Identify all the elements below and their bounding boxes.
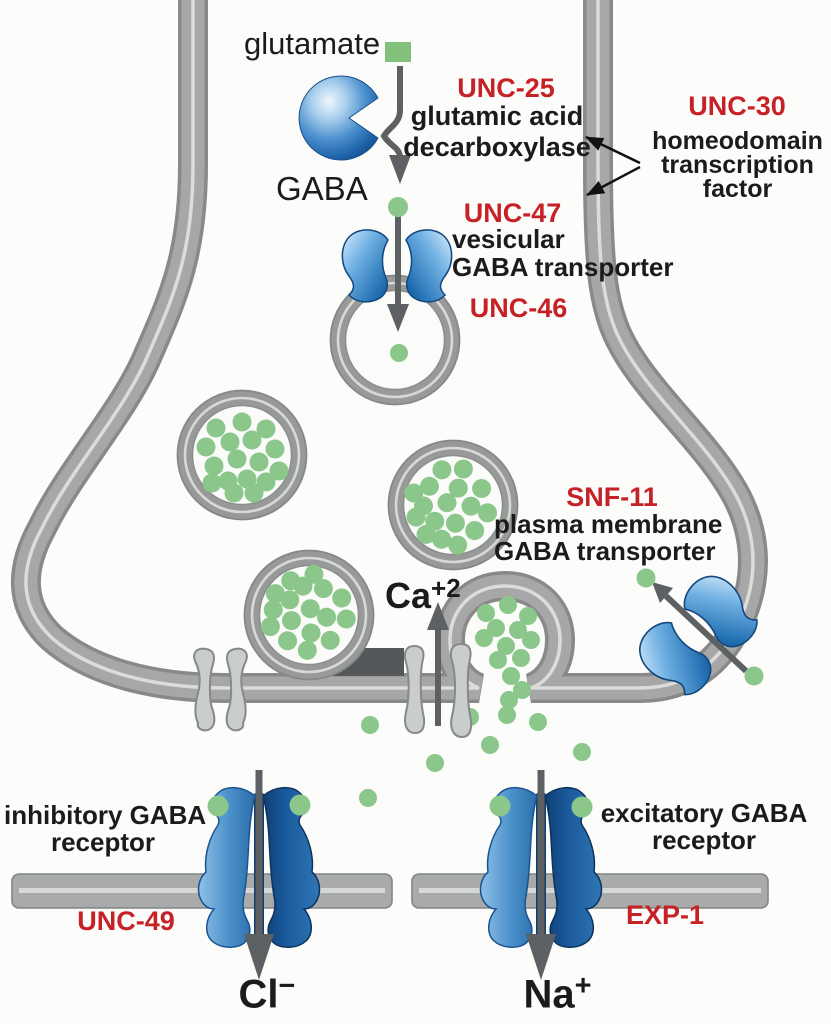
label-line: transcription — [661, 151, 814, 179]
gene-label-unc49: UNC-49 — [77, 906, 175, 936]
synaptic-vesicle — [178, 391, 307, 520]
label-excitatory-gaba-receptor: excitatory GABA receptor — [598, 800, 810, 854]
label-calcium-ion: Ca+2 — [385, 571, 461, 617]
label-line: factor — [702, 175, 773, 203]
label-inhibitory-gaba-receptor: inhibitory GABA receptor — [4, 800, 207, 857]
gaba-dot — [207, 795, 229, 817]
inhibitory-gaba-receptor — [197, 770, 321, 980]
gaba-loading-arrow — [387, 216, 409, 332]
label-line: inhibitory GABA — [4, 800, 207, 830]
gene-label-unc25: UNC-25 — [457, 73, 555, 103]
label-plasma-membrane-gaba-transporter: plasma membrane GABA transporter — [494, 509, 723, 566]
gaba-dot — [489, 795, 511, 817]
gaba-reuptake-arrow — [652, 582, 749, 674]
membrane-channel-pair — [193, 647, 248, 732]
fusing-vesicle-gaba-dots — [475, 596, 540, 699]
label-glutamic-acid-decarboxylase: glutamic acid decarboxylase — [403, 101, 591, 163]
ion-symbol: Na — [523, 972, 575, 1017]
gene-label-snf11: SNF-11 — [566, 482, 658, 512]
label-glutamate: glutamate — [244, 26, 381, 61]
calcium-influx-arrow — [427, 602, 449, 726]
gene-label-unc46: UNC-46 — [469, 293, 568, 323]
label-line: decarboxylase — [403, 132, 591, 162]
label-line: receptor — [651, 825, 757, 855]
presynaptic-membrane — [11, 0, 768, 703]
calcium-channel — [403, 642, 473, 739]
label-line: vesicular — [452, 224, 565, 254]
gene-label-unc30: UNC-30 — [688, 91, 786, 121]
label-vesicular-gaba-transporter: vesicular GABA transporter — [452, 225, 674, 281]
label-sodium-ion: Na+ — [510, 968, 605, 1017]
label-gaba: GABA — [276, 170, 368, 207]
ion-symbol: Cl — [238, 972, 279, 1017]
gaba-dot — [636, 568, 656, 588]
label-homeodomain-transcription-factor: homeodomain transcription factor — [640, 127, 831, 203]
label-line: excitatory GABA — [600, 798, 808, 828]
gaba-dot — [744, 666, 764, 686]
ion-charge: − — [278, 970, 296, 1002]
label-line: GABA transporter — [494, 536, 716, 566]
label-line: glutamic acid — [410, 101, 584, 131]
gene-label-unc47: UNC-47 — [463, 198, 562, 228]
gaba-dot — [388, 197, 408, 217]
excitatory-gaba-receptor — [479, 770, 603, 980]
label-chloride-ion: Cl− — [222, 968, 312, 1017]
gaba-dot — [289, 794, 311, 816]
gene-label-exp1: EXP-1 — [625, 900, 705, 930]
gad-enzyme — [298, 75, 379, 161]
label-line: plasma membrane — [494, 509, 723, 539]
glutamate-molecule — [385, 42, 411, 62]
glutamate-to-gaba-arrow — [380, 66, 411, 184]
ion-charge: + — [574, 970, 592, 1002]
label-line: GABA transporter — [452, 252, 674, 282]
ion-symbol: Ca — [385, 575, 432, 616]
synaptic-vesicle — [243, 549, 374, 679]
gaba-dot — [390, 344, 408, 362]
label-line: homeodomain — [652, 127, 823, 155]
unc30-target-arrows — [585, 135, 641, 197]
label-line: receptor — [50, 827, 156, 857]
gaba-dot — [571, 796, 593, 818]
ion-charge: +2 — [431, 573, 461, 603]
